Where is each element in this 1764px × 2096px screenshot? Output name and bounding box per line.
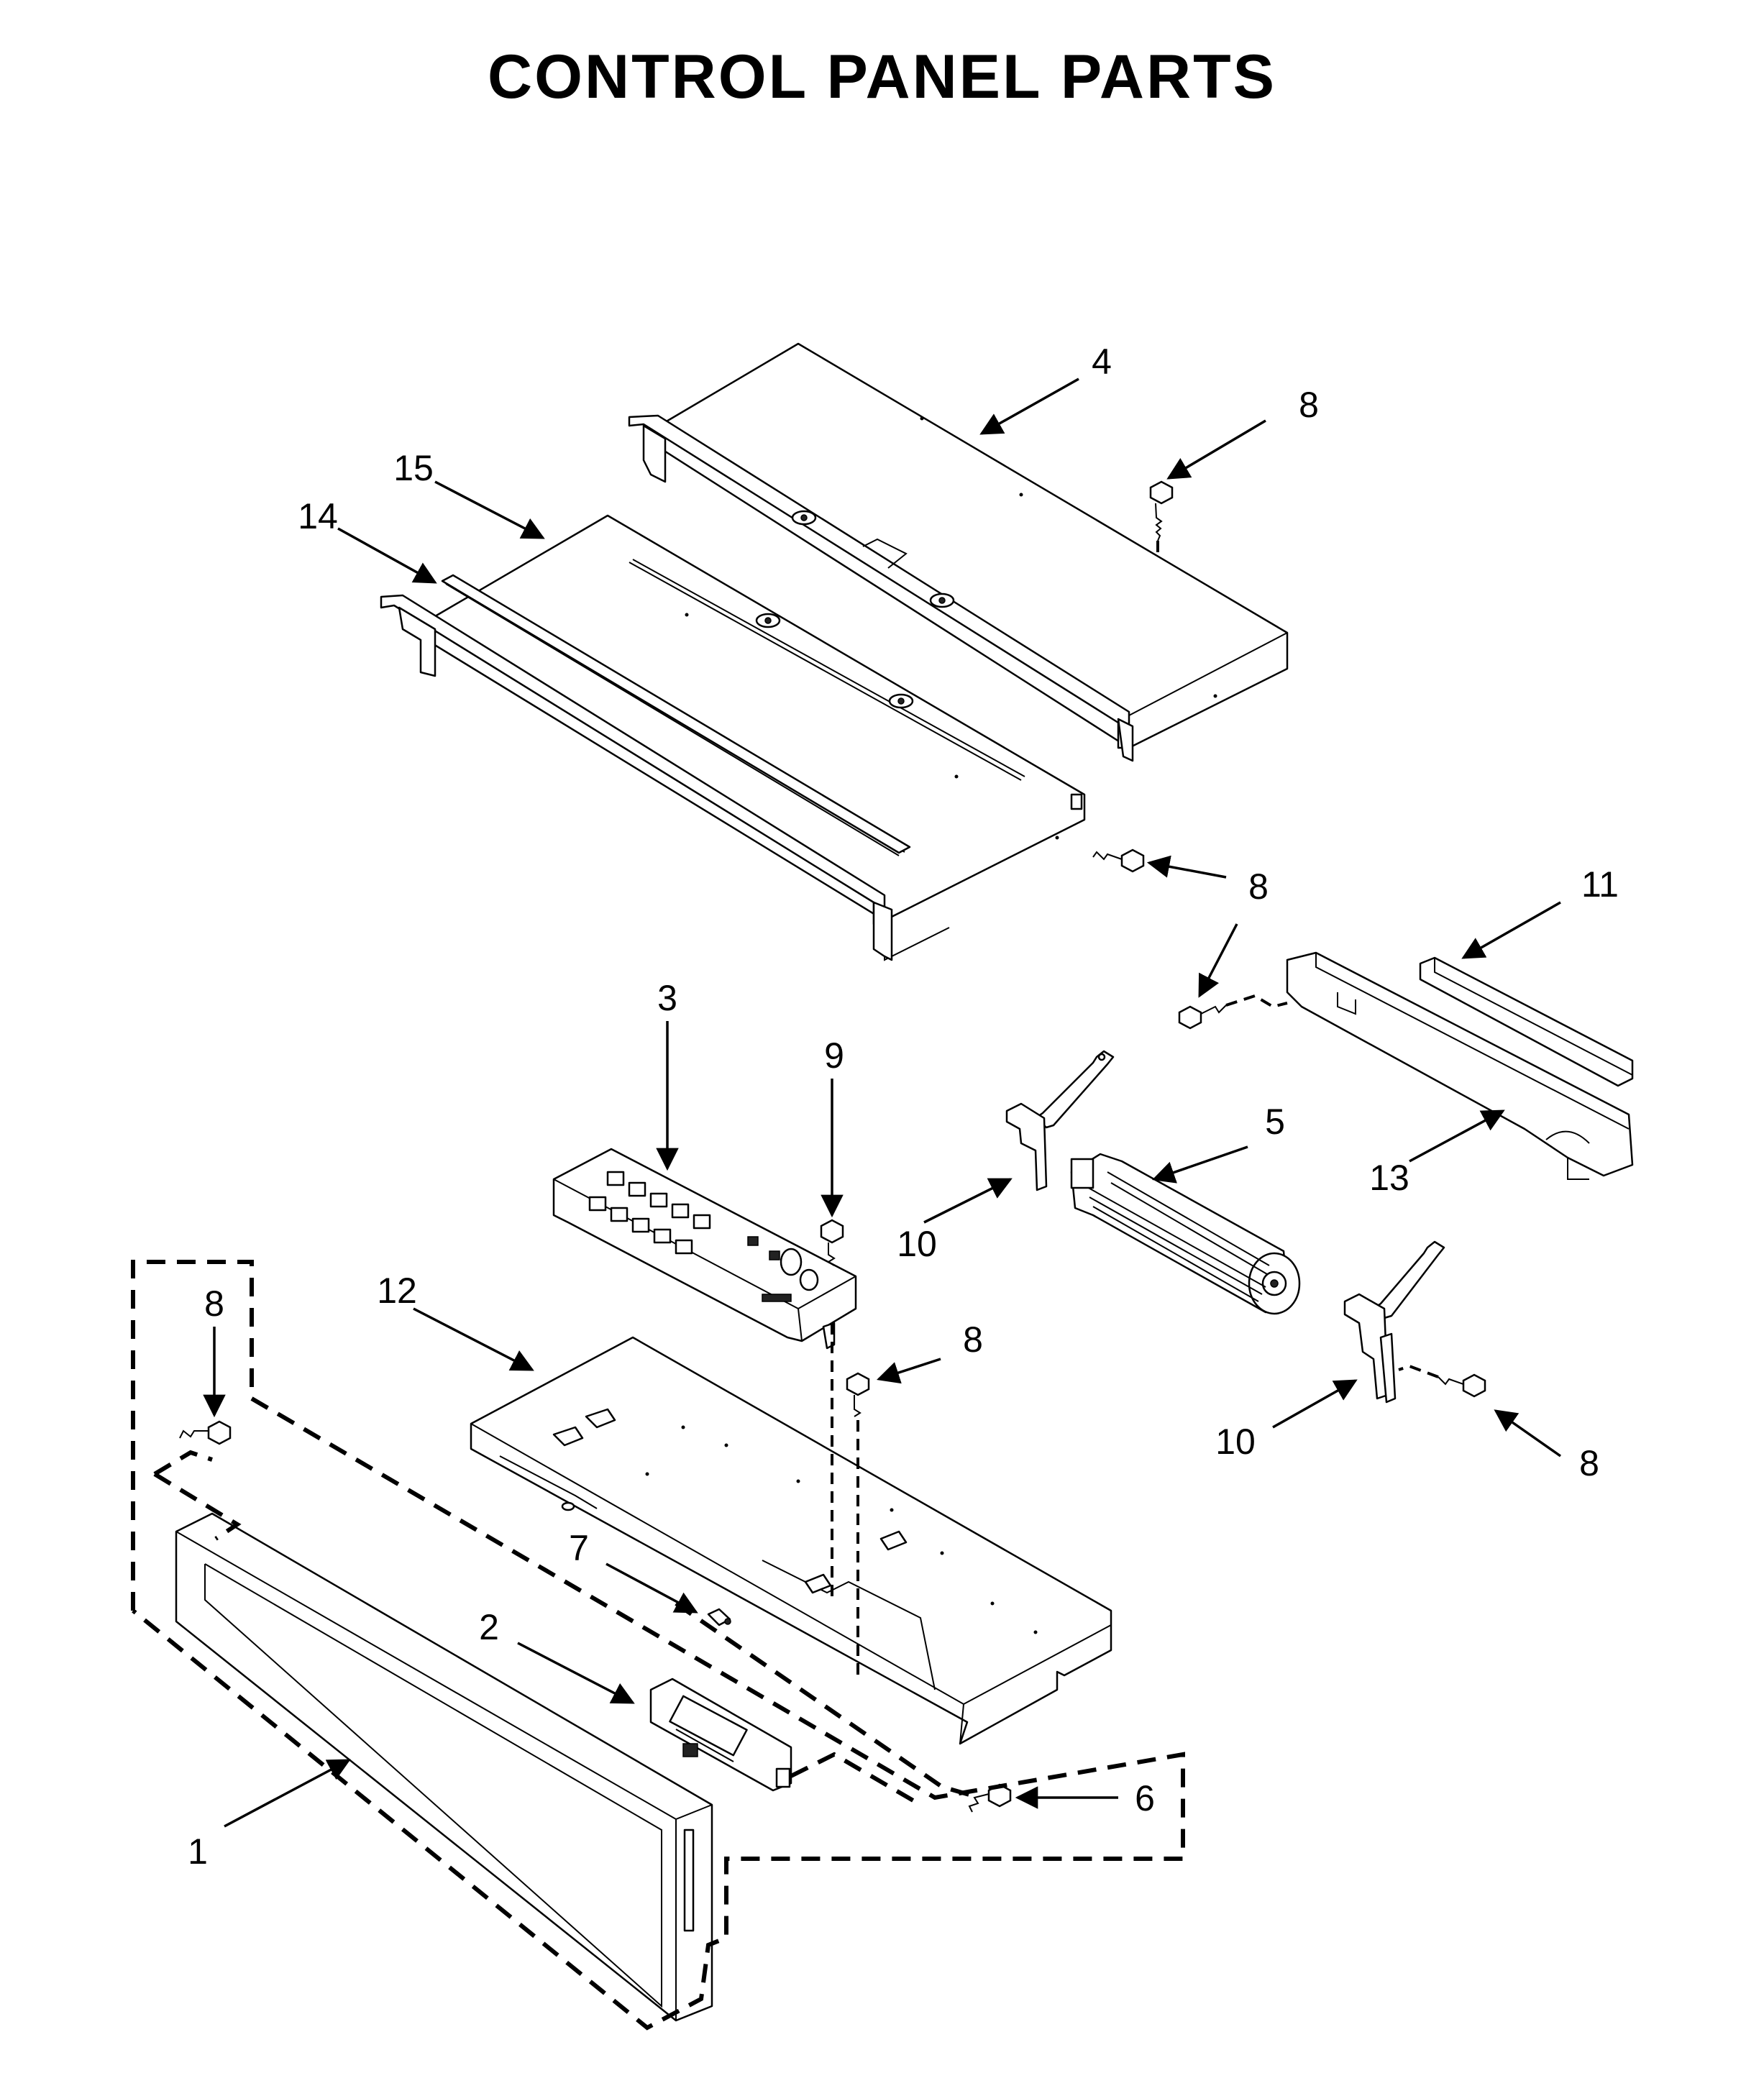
screw-8-left [179, 1420, 232, 1445]
callout-1: 1 [188, 1831, 208, 1872]
callout-14: 14 [298, 496, 338, 536]
callout-2: 2 [479, 1607, 499, 1647]
part-3-relay-board [552, 1148, 857, 1350]
assembly-dashed-outline [131, 1260, 1185, 2031]
callout-15: 15 [393, 448, 434, 488]
part-10-lower-bracket [1343, 1240, 1445, 1404]
callout-8-left: 8 [204, 1283, 224, 1324]
screw-8-right [1398, 1364, 1486, 1398]
screw-8-top [1149, 480, 1174, 554]
callout-7: 7 [569, 1528, 589, 1568]
callout-10-upper: 10 [897, 1224, 937, 1264]
screw-9 [820, 1219, 844, 1603]
callout-4: 4 [1092, 342, 1112, 382]
part-13-bracket [1286, 951, 1634, 1180]
part-14-rail [441, 574, 911, 854]
leader-lines [203, 377, 1562, 1828]
diagram-title: CONTROL PANEL PARTS [487, 42, 1277, 111]
callout-9: 9 [824, 1035, 844, 1076]
callout-8-right: 8 [1579, 1443, 1599, 1483]
part-2-ui-board [649, 1678, 792, 1792]
callout-13: 13 [1369, 1158, 1409, 1198]
callout-5: 5 [1265, 1102, 1285, 1142]
callout-10-lower: 10 [1215, 1422, 1256, 1462]
part-4-top-shield [628, 342, 1289, 762]
screw-8-center [846, 1372, 870, 1675]
part-5-blower [1070, 1153, 1301, 1315]
callout-3: 3 [657, 978, 677, 1018]
screw-8-mid [1092, 848, 1145, 873]
callout-11: 11 [1581, 864, 1619, 905]
callout-6: 6 [1135, 1778, 1155, 1818]
callout-8-center: 8 [963, 1319, 983, 1360]
callout-8-top: 8 [1299, 385, 1319, 425]
part-11-strip [1419, 956, 1634, 1087]
callout-8-mid: 8 [1248, 866, 1269, 907]
screw-8-bracket [1178, 994, 1288, 1030]
part-7-connector [707, 1608, 731, 1626]
part-10-upper-bracket [1005, 1050, 1115, 1191]
part-12-mounting-plate [470, 1336, 1112, 1745]
part-1-trim-panel [175, 1512, 713, 2022]
callout-12: 12 [377, 1271, 417, 1311]
